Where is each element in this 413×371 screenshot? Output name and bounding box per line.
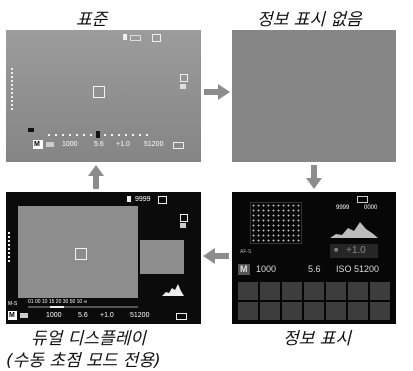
mode-label: M [240, 264, 248, 274]
mode-badge: M [8, 311, 17, 320]
shutter-speed: 1000 [256, 264, 277, 274]
arrow-down-icon [306, 165, 322, 189]
frame-counter: 0000 [364, 205, 378, 211]
exposure-comp-bar: ■ +1.0 [330, 244, 378, 258]
image-size-icon [152, 34, 161, 42]
exposure-indicator [96, 131, 100, 138]
arrow-up-icon [88, 165, 104, 189]
caption-dual-display: 듀얼 디스플레이 [31, 329, 146, 349]
exposure-scale [48, 134, 152, 136]
aperture-value: 5.6 [78, 312, 88, 319]
ec-icon: ■ [334, 247, 339, 254]
exposure-comp: +1.0 [100, 312, 114, 319]
film-sim-icon [130, 35, 141, 41]
mode-badge: M [33, 140, 43, 149]
wb-icon [180, 74, 188, 82]
iso-value: 51200 [130, 312, 150, 319]
frames-remaining: 9999 [336, 205, 350, 211]
frames-remaining: 9999 [135, 196, 151, 203]
af-point-grid [250, 202, 302, 244]
exposure-comp: +1.0 [346, 245, 366, 256]
caption-info-display: 정보 표시 [283, 329, 351, 349]
histogram [162, 284, 184, 296]
shutter-speed: 1000 [46, 312, 62, 319]
mode-label: M [34, 141, 40, 148]
arrow-left-icon [203, 248, 229, 264]
iso-value: 51200 [144, 141, 164, 148]
caption-standard: 표준 [76, 10, 108, 30]
screen-no-info [232, 30, 396, 162]
screen-dual-display: 9999 01 00 10 15 20 30 50 10 ∞ M-S M 100… [6, 192, 201, 324]
metering-icon [20, 313, 28, 318]
battery-icon [357, 196, 368, 203]
wb-icon [180, 214, 188, 222]
side-indicators [11, 68, 13, 112]
caption-dual-note: (수동 초점 모드 전용) [6, 351, 161, 371]
card-icon [127, 196, 131, 202]
drive-icon [180, 84, 186, 89]
histogram [330, 222, 378, 238]
quick-settings-grid [238, 282, 392, 320]
mode-label: M [9, 312, 15, 319]
exposure-comp: +1.0 [116, 141, 130, 148]
image-size-icon [158, 196, 167, 204]
focus-mode-label: M-S [8, 301, 18, 307]
battery-icon [176, 313, 187, 320]
focus-zoom-view [140, 240, 184, 274]
focus-frame [93, 86, 105, 98]
focus-frame [75, 248, 87, 260]
aperture-value: 5.6 [94, 141, 104, 148]
caption-no-info: 정보 표시 없음 [257, 10, 362, 30]
iso-value: ISO 51200 [336, 264, 380, 274]
mode-badge: M [238, 264, 250, 275]
metering-icon [46, 142, 54, 147]
aperture-value: 5.6 [308, 264, 321, 274]
focus-distance-scale: 01 00 10 15 20 30 50 10 ∞ [28, 299, 88, 305]
arrow-right-icon [204, 84, 230, 100]
battery-icon [173, 142, 184, 149]
shutter-speed: 1000 [62, 141, 78, 148]
side-indicators [8, 232, 10, 262]
battery-icon-small [28, 128, 34, 132]
af-mode-label: AF-S [240, 249, 252, 255]
distance-bar [28, 306, 138, 308]
card-icon [123, 34, 127, 40]
screen-info-display: AF-S 9999 0000 ■ +1.0 M 1000 5.6 ISO 512… [232, 192, 396, 324]
main-view [18, 206, 138, 298]
screen-standard: M 1000 5.6 +1.0 51200 [6, 30, 201, 162]
drive-icon [180, 223, 186, 228]
